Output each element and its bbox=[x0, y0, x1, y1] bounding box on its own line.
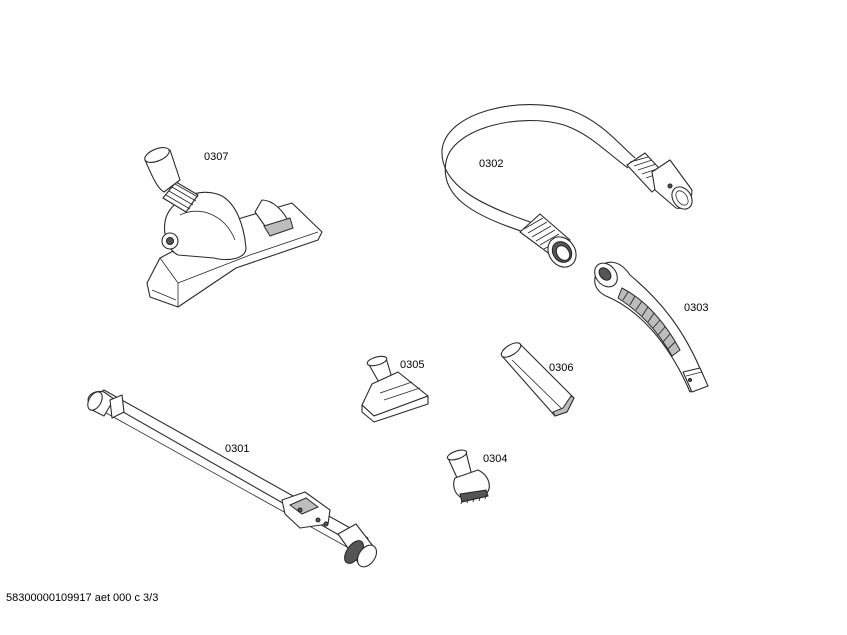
part-label-0303: 0303 bbox=[684, 302, 708, 314]
extension-tube-part bbox=[87, 389, 378, 568]
part-label-0306: 0306 bbox=[549, 362, 573, 374]
part-label-0305: 0305 bbox=[400, 359, 424, 371]
hose-part bbox=[441, 104, 693, 268]
hose-handle-part bbox=[594, 261, 709, 393]
part-label-0304: 0304 bbox=[483, 453, 507, 465]
dusting-brush-part bbox=[446, 449, 490, 505]
part-label-0301: 0301 bbox=[225, 443, 249, 455]
crevice-tool-part bbox=[500, 342, 575, 417]
document-reference-footer: 58300000109917 aet 000 c 3/3 bbox=[6, 592, 159, 604]
upholstery-nozzle-part bbox=[361, 355, 429, 423]
part-label-0302: 0302 bbox=[479, 158, 503, 170]
floor-nozzle-part bbox=[144, 147, 323, 308]
part-label-0307: 0307 bbox=[204, 151, 228, 163]
